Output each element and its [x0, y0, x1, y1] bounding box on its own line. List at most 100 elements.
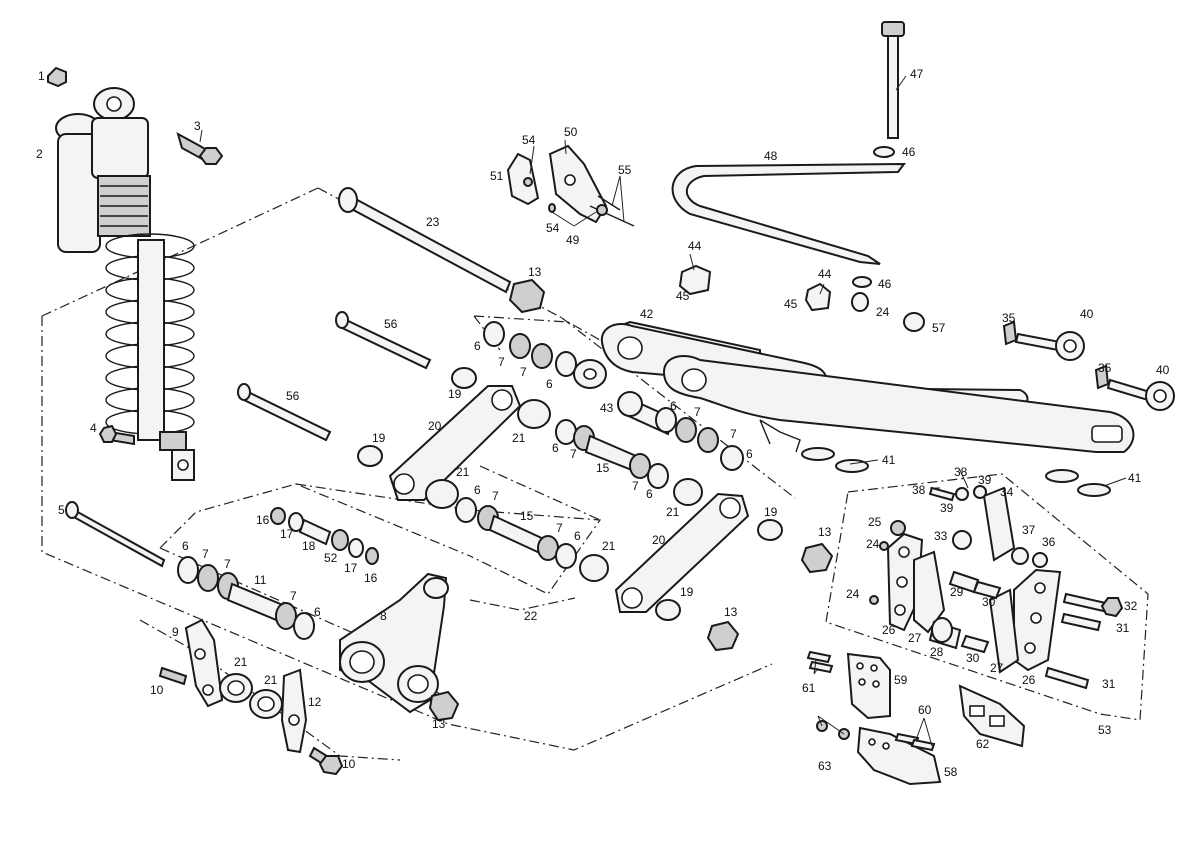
callout-7: 7 — [492, 489, 499, 503]
plate-59-icon — [846, 652, 891, 720]
callout-6: 6 — [670, 399, 677, 413]
upper-pivot-row — [483, 321, 607, 389]
callout-21: 21 — [602, 539, 616, 553]
callout-52: 52 — [324, 551, 338, 565]
pad-41-icon — [801, 447, 835, 461]
spacer-33-icon — [952, 530, 972, 550]
nut-13-top-icon — [508, 278, 546, 314]
callout-13: 13 — [724, 605, 738, 619]
callout-31: 31 — [1116, 621, 1130, 635]
callout-6: 6 — [552, 441, 559, 455]
callout-30: 30 — [982, 595, 996, 609]
callout-6: 6 — [546, 377, 553, 391]
callout-7: 7 — [694, 405, 701, 419]
callout-53: 53 — [1098, 723, 1112, 737]
assembly-outline-plates — [825, 473, 1149, 721]
callout-10: 10 — [150, 683, 164, 697]
middle-small-row — [270, 507, 379, 565]
callout-24: 24 — [866, 537, 880, 551]
bolt-5-icon — [70, 508, 166, 568]
callout-18: 18 — [302, 539, 316, 553]
callout-15: 15 — [520, 509, 534, 523]
callout-22: 22 — [524, 609, 538, 623]
callout-21: 21 — [666, 505, 680, 519]
callout-40: 40 — [1156, 363, 1170, 377]
callout-17: 17 — [280, 527, 294, 541]
callout-34: 34 — [1000, 485, 1014, 499]
callout-8: 8 — [380, 609, 387, 623]
callout-63: 63 — [818, 759, 832, 773]
callout-45: 45 — [784, 297, 798, 311]
callout-24: 24 — [846, 587, 860, 601]
bolt-31-lower-icon — [1044, 666, 1090, 690]
callout-27: 27 — [908, 631, 922, 645]
callout-56: 56 — [384, 317, 398, 331]
plate-27-right-icon — [988, 588, 1020, 674]
callout-10: 10 — [342, 757, 356, 771]
callout-6: 6 — [474, 483, 481, 497]
callout-19: 19 — [680, 585, 694, 599]
callout-61: 61 — [802, 681, 816, 695]
callout-39: 39 — [940, 501, 954, 515]
callout-35: 35 — [1002, 311, 1016, 325]
callout-19: 19 — [372, 431, 386, 445]
callout-32: 32 — [1124, 599, 1138, 613]
callout-41: 41 — [882, 453, 896, 467]
leader-lines — [199, 75, 1127, 747]
axle-23-icon — [344, 194, 512, 294]
linkage-20-upper — [357, 367, 551, 509]
callout-36: 36 — [1042, 535, 1056, 549]
callout-46: 46 — [878, 277, 892, 291]
shock-top-body-icon — [91, 117, 149, 179]
swingarm-pivot-row — [617, 391, 744, 471]
callout-6: 6 — [646, 487, 653, 501]
callout-46: 46 — [902, 145, 916, 159]
callout-16: 16 — [256, 513, 270, 527]
bolt-10-left-icon — [158, 666, 188, 686]
callout-2: 2 — [36, 147, 43, 161]
callout-60: 60 — [918, 703, 932, 717]
callout-16: 16 — [364, 571, 378, 585]
callout-6: 6 — [314, 605, 321, 619]
swingarm-42 — [600, 320, 1135, 453]
callout-26: 26 — [1022, 673, 1036, 687]
callout-48: 48 — [764, 149, 778, 163]
adjuster-plates-assembly — [869, 485, 1124, 690]
callout-9: 9 — [172, 625, 179, 639]
callout-29: 29 — [950, 585, 964, 599]
assembly-outline-inner — [159, 483, 602, 701]
callout-47: 47 — [910, 67, 924, 81]
callout-26: 26 — [882, 623, 896, 637]
callout-5: 5 — [58, 503, 65, 517]
callout-21: 21 — [512, 431, 526, 445]
callout-35: 35 — [1098, 361, 1112, 375]
nut-13-right-icon — [800, 542, 834, 574]
callout-11: 11 — [254, 573, 267, 587]
callout-6: 6 — [574, 529, 581, 543]
callout-7: 7 — [202, 547, 209, 561]
callout-21: 21 — [456, 465, 470, 479]
assembly-outline-main — [41, 187, 796, 751]
clips-44-45 — [678, 264, 925, 332]
callout-7: 7 — [570, 447, 577, 461]
plate-34-icon — [982, 486, 1016, 562]
callout-24: 24 — [876, 305, 890, 319]
callout-38: 38 — [912, 483, 926, 497]
callout-42: 42 — [640, 307, 654, 321]
callout-7: 7 — [224, 557, 231, 571]
callout-45: 45 — [676, 289, 690, 303]
callout-39: 39 — [978, 473, 992, 487]
linkage-20-lower — [614, 492, 834, 652]
callout-1: 1 — [38, 69, 45, 83]
rocker-arm-8 — [339, 572, 460, 722]
callout-54: 54 — [546, 221, 560, 235]
callout-38: 38 — [954, 465, 968, 479]
callout-15: 15 — [596, 461, 610, 475]
callout-57: 57 — [932, 321, 946, 335]
callout-33: 33 — [934, 529, 948, 543]
callout-13: 13 — [528, 265, 542, 279]
chain-slider-48 — [671, 162, 907, 265]
bolt-47 — [873, 21, 905, 158]
